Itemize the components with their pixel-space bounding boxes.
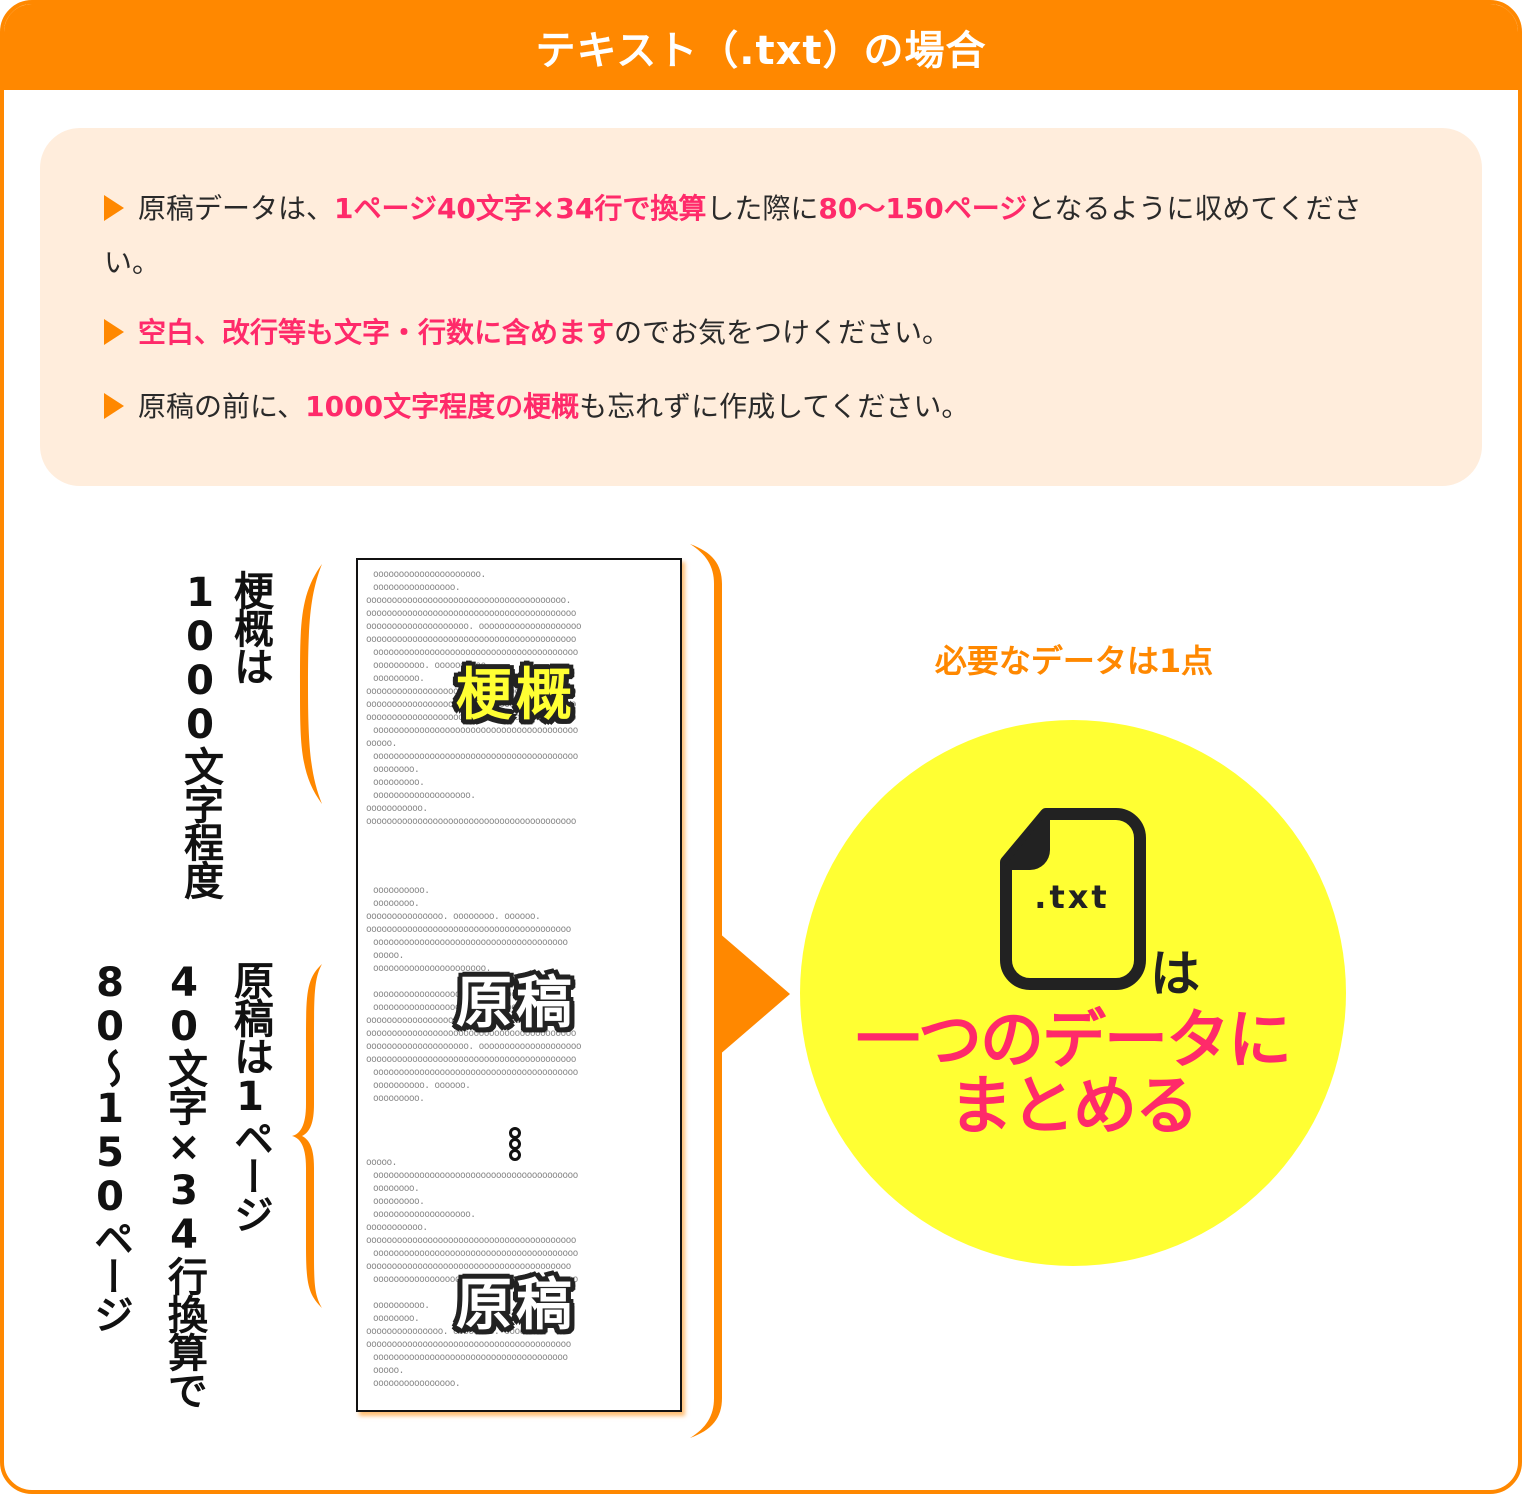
doc-text-line: ooooooooo. — [373, 673, 425, 684]
required-data-label: 必要なデータは1点 — [934, 642, 1214, 680]
note-item: 原稿の前に、1000文字程度の梗概も忘れずに作成してください。 — [104, 380, 1412, 434]
doc-text-line: ooooooooooooooo. oooooooo. oooooo. — [366, 1326, 541, 1337]
doc-text-line: oooooooooooooooooooo. oooooooooooooooooo… — [366, 1041, 582, 1052]
file-particle: は — [1150, 945, 1200, 1003]
doc-text-line: ooooooooooooooooooo. — [373, 1209, 476, 1220]
doc-text-line: ooooo. — [366, 738, 397, 749]
doc-text-line: ooooooooooo. — [366, 1222, 428, 1233]
manuscript-label-col1: 原稿は1ページ — [227, 960, 273, 1232]
document-bracket-icon — [690, 544, 722, 1438]
doc-text-line: oooooooo. — [373, 764, 420, 775]
page-title: テキスト（.txt）の場合 — [535, 28, 987, 74]
note-item: 空白、改行等も文字・行数に含めますのでお気をつけください。 — [104, 306, 1412, 360]
notes-panel: 原稿データは、1ページ40文字×34行で換算した際に80〜150ページとなるよう… — [40, 128, 1482, 486]
vertical-ellipsis-icon — [508, 1127, 522, 1161]
manuscript-label-col3: 80〜150ページ — [87, 960, 133, 1332]
txt-file-icon — [1000, 808, 1146, 990]
doc-text-line: ooooooooooooooooooooooooooooooooooooooo. — [366, 1015, 571, 1026]
synopsis-text-block: ooooooooooooooooooooo. oooooooooooooooo. o… — [358, 568, 680, 828]
doc-text-line: oooooooooooooooooooooooooooooooooooooo — [373, 1352, 568, 1363]
highlight-text: 空白、改行等も文字・行数に含めます — [138, 316, 615, 349]
doc-text-line: oooooooooooooooooooooooooooooooooooooooo — [366, 924, 571, 935]
highlight-text: 1ページ40文字×34行で換算 — [334, 192, 707, 225]
doc-text-line: ooooo. — [366, 1157, 397, 1168]
doc-text-line: oooooooooooooooooooooooooooooooooooooooo — [366, 1339, 571, 1350]
doc-text-line: oooooooooooooooooooooooooooooooooooooooo — [373, 647, 578, 658]
doc-text-line: oooooooooooooooooooooo. — [373, 963, 491, 974]
highlight-text: 1000文字程度の梗概 — [305, 390, 580, 423]
synopsis-label-col2: 1000文字程度 — [177, 570, 223, 898]
manuscript-text-block-2: ooooo. oooooooooooooooooooooooooooooooooo… — [358, 1156, 680, 1390]
triangle-bullet-icon — [104, 195, 124, 221]
doc-text-line: ooooo. — [373, 1365, 404, 1376]
triangle-bullet-icon — [104, 393, 124, 419]
doc-text-line: oooooooooo. — [373, 1300, 430, 1311]
doc-text-line: oooooooooo. — [373, 885, 430, 896]
result-message: 一つのデータに まとめる — [800, 1008, 1346, 1140]
doc-text-line: oooooooooooooooooooooooooooooooooooooooo — [373, 751, 578, 762]
doc-text-line: ooooooooo. — [373, 1093, 425, 1104]
doc-text-line: oooooooooooooooooooooooooooooooooooooooo… — [366, 816, 577, 827]
doc-text-line: oooooooooooooooo. — [373, 582, 461, 593]
result-circle — [800, 720, 1346, 1266]
synopsis-bracket-icon — [300, 564, 322, 804]
doc-text-line: ooooooooo. — [373, 1196, 425, 1207]
result-line-1: 一つのデータに — [856, 1004, 1292, 1078]
manuscript-stamp: 原稿 — [456, 971, 576, 1036]
manuscript-stamp: 原稿 — [456, 1273, 576, 1338]
manuscript-label-col2: 40文字×34行換算で — [161, 960, 207, 1408]
doc-text-line: oooooooooooooooooooooooooooooooooooooooo… — [366, 686, 577, 697]
doc-text-line: ooooooooooooooooooooooooooooooooooooooo. — [366, 595, 571, 606]
doc-text-line: oooooooooooooooooooooooooooooooooooooo — [373, 937, 568, 948]
doc-text-line: oooooooooooooooooooooooooooooooooooooooo — [366, 1261, 571, 1272]
doc-text-line: ooooooooo. — [373, 777, 425, 788]
doc-text-line: oooooooooooooooooooooooooooooooooooooooo — [373, 1067, 578, 1078]
note-item: 原稿データは、1ページ40文字×34行で換算した際に80〜150ページとなるよう… — [104, 192, 1362, 279]
doc-text-line: oooooooooooooooooooooooooooooooooooooooo — [373, 1170, 578, 1181]
doc-text-line: ooooooooooooooooooooo. — [373, 569, 486, 580]
result-line-2: まとめる — [949, 1070, 1199, 1144]
file-extension-label: .txt — [1034, 878, 1110, 916]
synopsis-stamp: 梗概 — [456, 663, 576, 728]
doc-text-line: oooooooo. — [373, 898, 420, 909]
doc-text-line: oooooooooooooooooooooooooooooooooooooooo — [373, 725, 578, 736]
doc-text-line: oooooooooooooooooooooooooooooooo — [373, 989, 537, 1000]
doc-text-line: ooooo. — [373, 950, 404, 961]
doc-text-line: oooooooooo. oooooo. — [373, 1080, 471, 1091]
manuscript-text-block-1: oooooooooo. oooooooo. ooooooooooooooo. ooo… — [358, 884, 680, 1105]
doc-text-line: ooooooooooooooooooo. — [373, 790, 476, 801]
doc-text-line: oooooooooooooooooooooooooooooooooooooooo… — [366, 1028, 577, 1039]
triangle-bullet-icon — [104, 319, 124, 345]
doc-text-line: oooooooooooooooooooooooooooooooooooooooo… — [366, 1235, 577, 1246]
doc-text-line: oooooooooooooooooooooooooooooooooooooooo… — [366, 699, 577, 710]
doc-text-line: oooooooooooooooooooo. oooooooooooooooooo… — [366, 621, 582, 632]
doc-text-line: oooooooooooooooooooooooooooooooooooooooo… — [366, 1054, 577, 1065]
doc-text-line: oooooooooooooooooooooooooooooooooooooooo… — [366, 608, 577, 619]
doc-text-line: ooooooooooo. — [366, 803, 428, 814]
highlight-text: 80〜150ページ — [818, 192, 1028, 225]
doc-text-line: oooooooooooooooooooooooooooooooooooooooo… — [366, 634, 577, 645]
doc-text-line: oooooooo. — [373, 1183, 420, 1194]
doc-text-line: oooooooooooooooooooooooooooooooo — [373, 1002, 537, 1013]
header-bar: テキスト（.txt）の場合 — [4, 4, 1518, 90]
doc-text-line: ooooooooooooooo. oooooooo. oooooo. — [366, 911, 541, 922]
doc-text-line: oooooooooooooooo. — [373, 1378, 461, 1389]
manuscript-brace-icon — [292, 964, 322, 1308]
doc-text-line: oooooooooooooooooooooooooooooooooooooooo — [373, 1248, 578, 1259]
doc-text-line: oooooooooooooooooooooooooooooooooooooooo… — [366, 712, 577, 723]
synopsis-label-col1: 梗概は — [227, 570, 273, 684]
arrow-right-icon — [718, 932, 790, 1056]
manuscript-document: ooooooooooooooooooooo.oooooooooooooooo.o… — [356, 558, 682, 1412]
bracket-graphics — [292, 544, 790, 1438]
doc-text-line: oooooooo. — [373, 1313, 420, 1324]
doc-text-line: oooooooooooooooooooooooooooooooooooooooo — [373, 1274, 578, 1285]
doc-text-line: oooooooooo. oooooooooo — [373, 660, 486, 671]
